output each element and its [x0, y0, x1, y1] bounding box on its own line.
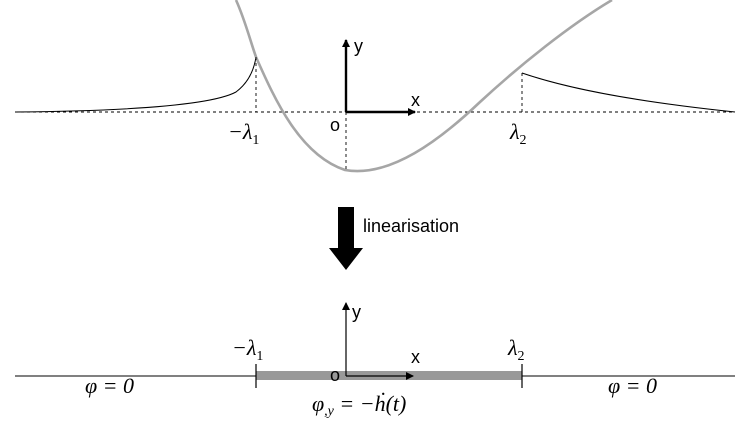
- top-x-axis-label: x: [411, 90, 420, 110]
- top-left-lambda-label: −λ1: [228, 119, 259, 148]
- top-right-lambda-label: λ2: [509, 119, 527, 148]
- bottom-right-lambda-label: λ2: [507, 335, 525, 364]
- top-y-axis-label: y: [354, 36, 363, 56]
- top-right-thin-curve: [521, 72, 736, 113]
- bottom-diagram: y x o −λ1 λ2 φ = 0 φ = 0 φ,y = −ḣ(t): [15, 302, 735, 419]
- top-diagram: y x o −λ1 λ2: [14, 0, 736, 173]
- transition: linearisation: [329, 207, 459, 270]
- top-gray-surface-curve: [234, 0, 613, 173]
- linearisation-label: linearisation: [363, 216, 459, 236]
- bottom-x-axis-label: x: [411, 347, 420, 367]
- top-left-thin-curve: [14, 56, 257, 113]
- down-arrow-icon: [329, 207, 363, 270]
- bottom-origin-label: o: [330, 365, 340, 385]
- left-region-equation: φ = 0: [85, 373, 134, 398]
- bottom-y-axis-label: y: [352, 302, 361, 322]
- bottom-left-lambda-label: −λ1: [232, 335, 263, 364]
- boundary-condition-equation: φ,y = −ḣ(t): [312, 391, 406, 419]
- right-region-equation: φ = 0: [608, 373, 657, 398]
- top-origin-label: o: [330, 115, 340, 135]
